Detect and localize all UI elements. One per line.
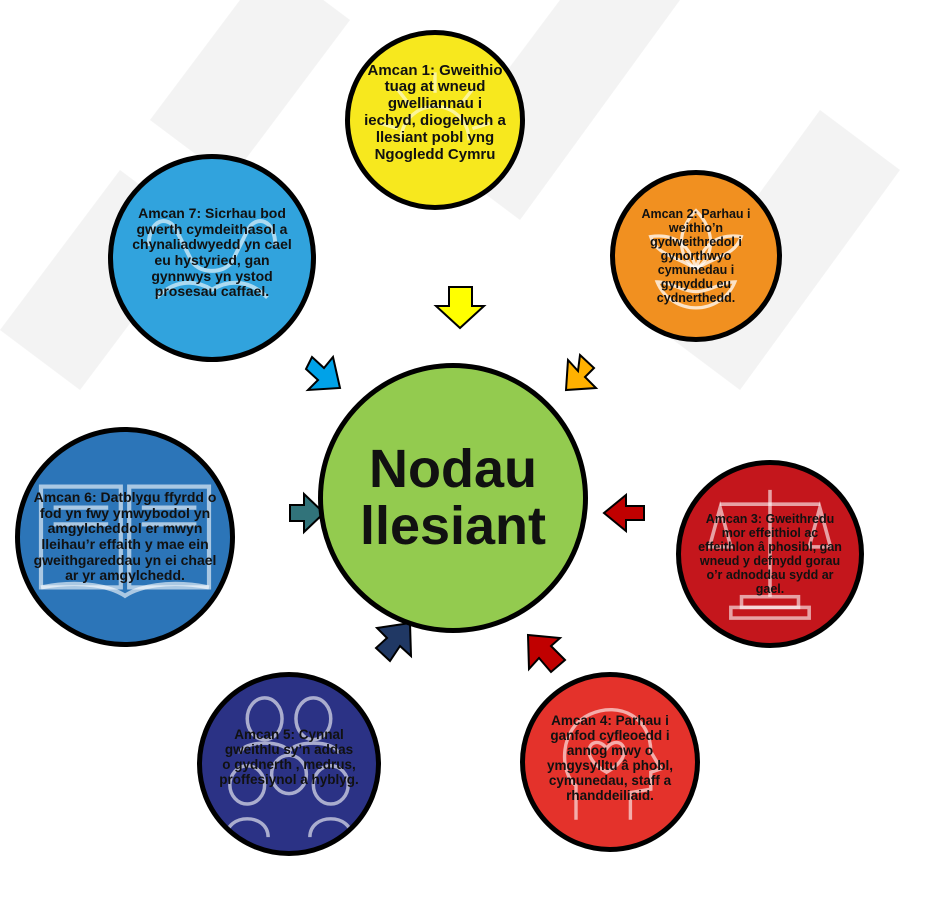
objective-5-circle: Amcan 5: Cynnal gweithlu sy’n addas o gy… [197, 672, 381, 856]
objective-4-circle: Amcan 4: Parhau i ganfod cyfleoedd i ann… [520, 672, 700, 852]
objective-3-circle: Amcan 3: Gweithredu mor effeithiol ac ef… [676, 460, 864, 648]
objective-5-text: Amcan 5: Cynnal gweithlu sy’n addas o gy… [219, 726, 359, 788]
center-title: Nodau llesiant [359, 439, 547, 556]
objective-7-circle: Amcan 7: Sicrhau bod gwerth cymdeithasol… [108, 154, 316, 362]
center-circle: Nodau llesiant [318, 363, 588, 633]
objective-2-circle: Amcan 2: Parhau i weithio’n gydweithredo… [610, 170, 782, 342]
arrow-objective-2 [564, 352, 599, 392]
objective-4-text: Amcan 4: Parhau i ganfod cyfleoedd i ann… [546, 712, 674, 804]
arrow-objective-7 [304, 354, 342, 392]
arrow-objective-5 [374, 621, 413, 663]
objective-3-text: Amcan 3: Gweithredu mor effeithiol ac ef… [698, 512, 842, 596]
objective-6-text: Amcan 6: Datblygu ffyrdd o fod yn fwy ym… [33, 488, 217, 584]
arrow-objective-4 [526, 633, 567, 674]
arrow-objective-3 [602, 492, 645, 534]
objective-7-text: Amcan 7: Sicrhau bod gwerth cymdeithasol… [132, 204, 292, 300]
objective-6-circle: Amcan 6: Datblygu ffyrdd o fod yn fwy ym… [15, 427, 235, 647]
objective-2-text: Amcan 2: Parhau i weithio’n gydweithredo… [641, 207, 751, 305]
objective-1-text: Amcan 1: Gweithio tuag at wneud gwellian… [364, 61, 506, 163]
objective-1-circle: Amcan 1: Gweithio tuag at wneud gwellian… [345, 30, 525, 210]
arrow-objective-1 [433, 286, 487, 330]
